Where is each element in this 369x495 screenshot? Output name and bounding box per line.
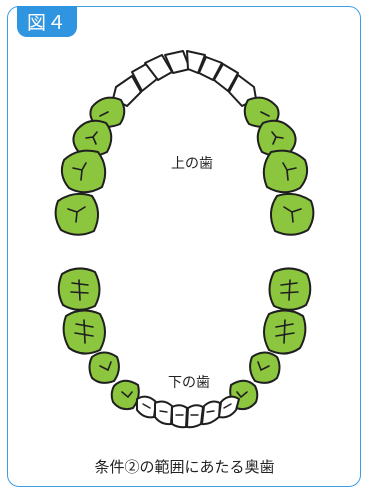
lower-front-tooth	[171, 404, 188, 429]
lower-jaw	[57, 267, 312, 429]
lower-front-tooth	[201, 400, 221, 426]
figure-label: 図４	[17, 6, 77, 37]
lower-front-tooth	[186, 404, 204, 429]
upper-molar	[60, 149, 107, 194]
upper-front-tooth	[213, 63, 239, 92]
upper-molar	[256, 119, 297, 157]
lower-front-tooth	[218, 395, 240, 419]
lower-front-tooth	[136, 395, 157, 419]
figure-caption: 条件②の範囲にあたる奥歯	[94, 458, 275, 476]
upper-molar	[262, 149, 309, 194]
lower-teeth-label: 下の歯	[168, 375, 210, 391]
lower-front-tooth	[154, 400, 173, 426]
upper-molar	[72, 119, 113, 157]
upper-teeth-label: 上の歯	[171, 156, 213, 172]
upper-jaw	[54, 50, 315, 236]
